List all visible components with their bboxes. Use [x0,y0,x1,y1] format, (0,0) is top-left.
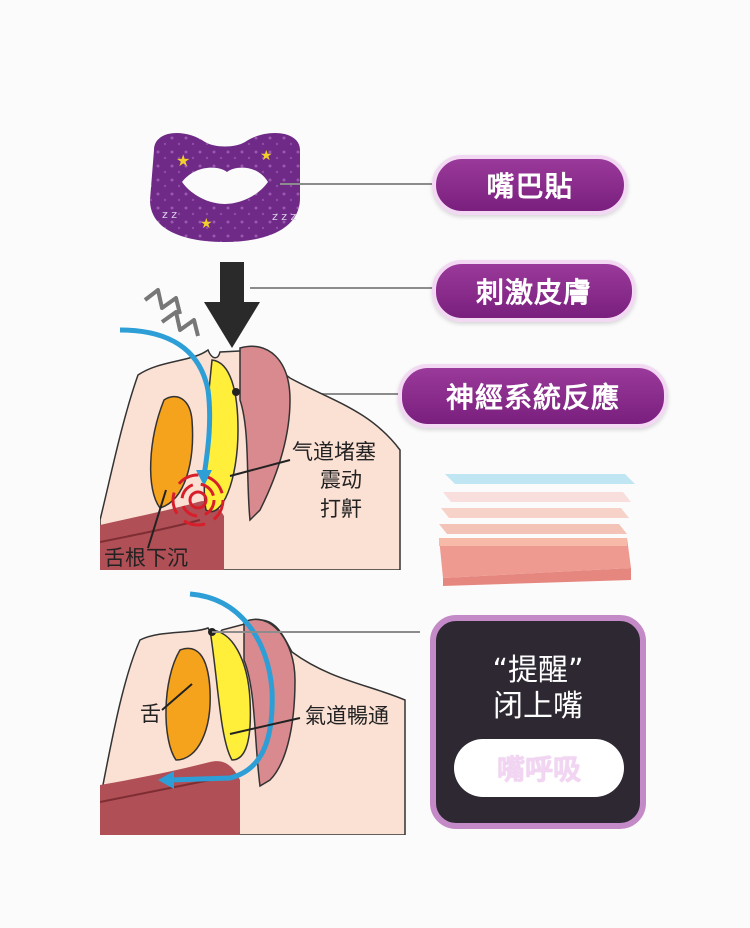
label-airway-clear: 氣道暢通 [305,704,389,728]
label-mouth-tape: 嘴巴貼 [432,155,628,215]
svg-text:z z z: z z z [272,210,297,223]
reminder-panel: “提醒” 闭上嘴 嘴呼吸 [430,615,646,829]
reminder-line-2: 闭上嘴 [493,689,583,724]
svg-text:★: ★ [176,151,190,170]
reminder-line-1: “提醒” [492,653,584,688]
snoring-head-diagram [100,288,401,570]
clear-airway-head-diagram [100,591,420,835]
svg-text:★: ★ [200,216,213,232]
label-tongue: 舌 [140,702,161,726]
label-snore: 打鼾 [320,497,362,521]
mouth-tape-image: ★ ★ ★ z z z z z [150,132,300,242]
connector-line-mouth-tape [280,183,432,185]
label-airway-blocked: 气道堵塞 [292,440,376,464]
mouth-breathing-button: 嘴呼吸 [454,739,624,797]
label-nerve-response: 神經系統反應 [398,364,668,428]
connector-line-skin [250,287,435,289]
label-vibrate: 震动 [320,468,362,492]
label-stimulate-skin: 刺激皮膚 [432,260,636,322]
label-tongue-sinks: 舌根下沉 [104,546,188,570]
skin-layers-image [439,474,635,586]
svg-text:z z: z z [162,208,177,221]
svg-text:★: ★ [260,148,273,164]
down-arrow-icon [204,262,260,348]
